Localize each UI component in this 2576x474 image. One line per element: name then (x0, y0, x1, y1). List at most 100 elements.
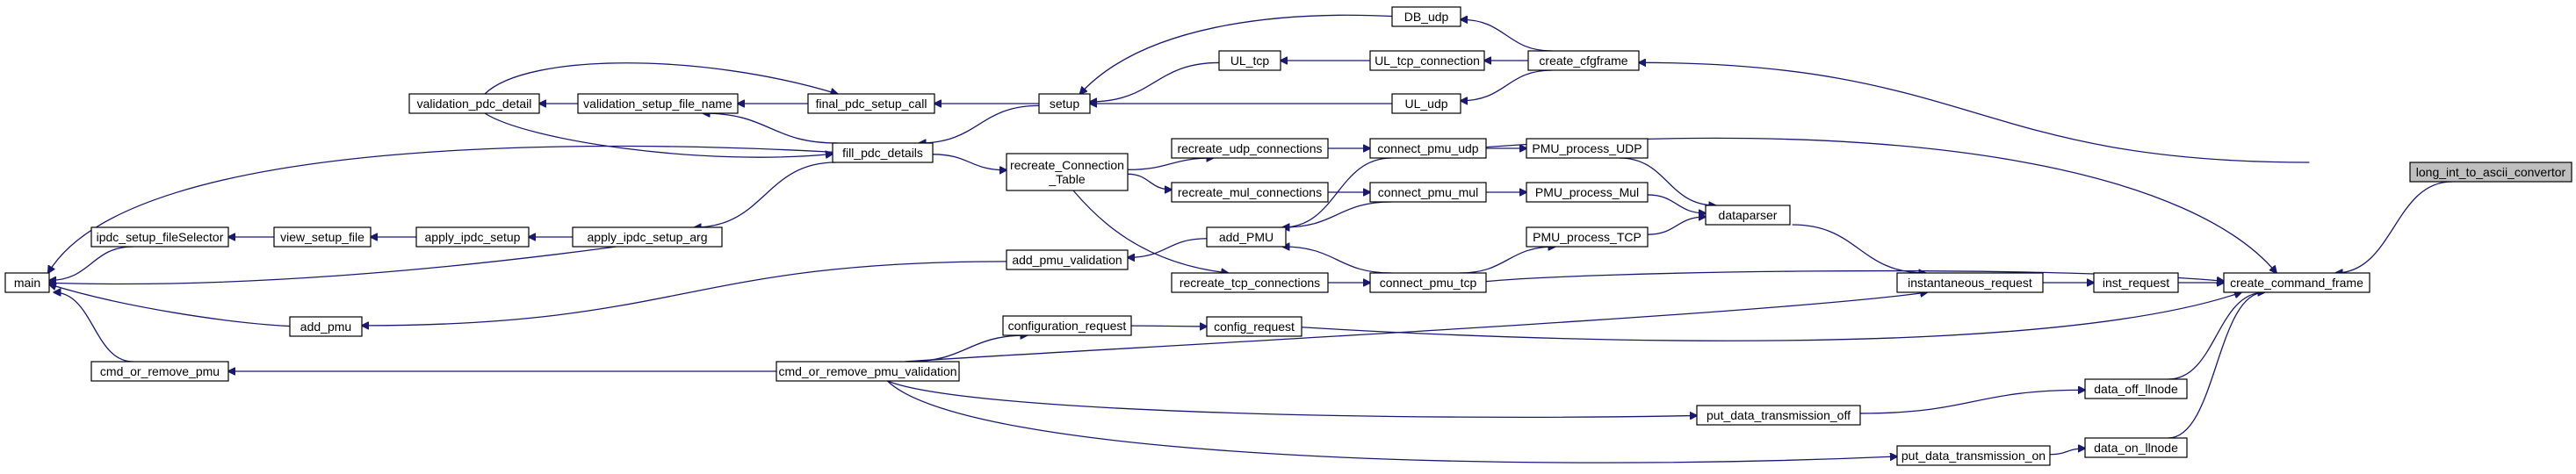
node-box (807, 93, 935, 114)
node-setup[interactable]: setup (1038, 93, 1091, 114)
node-box (1002, 315, 1132, 336)
node-connect_pmu_mul[interactable]: connect_pmu_mul (1369, 182, 1487, 203)
node-box (1526, 226, 1649, 248)
edge-create_cfgframe-to-long_int_to_ascii_convertor (1639, 62, 2310, 163)
node-fill_pdc_details[interactable]: fill_pdc_details (832, 142, 934, 163)
node-add_pmu_validation[interactable]: add_pmu_validation (1006, 249, 1129, 270)
node-label: add_pmu (300, 320, 351, 334)
node-connect_pmu_udp[interactable]: connect_pmu_udp (1369, 138, 1487, 159)
node-dataparser[interactable]: dataparser (1705, 205, 1791, 226)
node-DB_udp[interactable]: DB_udp (1391, 6, 1461, 27)
node-add_PMU[interactable]: add_PMU (1206, 226, 1287, 248)
node-label: UL_tcp_connection (1375, 54, 1480, 68)
edge-create_command_frame-to-connect_pmu_udp (1485, 137, 2277, 273)
node-label: UL_tcp (1230, 54, 1270, 68)
node-label: PMU_process_TCP (1533, 230, 1642, 244)
node-PMU_process_Mul[interactable]: PMU_process_Mul (1526, 182, 1649, 203)
node-box (1369, 50, 1485, 71)
node-box (1369, 272, 1487, 293)
node-box (4, 272, 50, 293)
node-label: PMU_process_UDP (1532, 141, 1642, 155)
node-recreate_mul_connections[interactable]: recreate_mul_connections (1171, 182, 1329, 203)
node-box (2093, 272, 2179, 293)
node-apply_ipdc_setup[interactable]: apply_ipdc_setup (415, 226, 530, 248)
node-label: connect_pmu_mul (1378, 185, 1478, 199)
node-box (1218, 50, 1281, 71)
node-instantaneous_request[interactable]: instantaneous_request (1896, 272, 2044, 293)
node-UL_udp[interactable]: UL_udp (1391, 93, 1461, 114)
node-cmd_or_remove_pmu_validation[interactable]: cmd_or_remove_pmu_validation (776, 361, 960, 382)
node-label: apply_ipdc_setup_arg (588, 230, 708, 244)
edge-validation_setup_file_name-to-fill_pdc_details (703, 113, 838, 144)
edge-recreate_mul_connections-to-recreate_Connection_Table (1127, 173, 1172, 190)
node-box (1206, 226, 1287, 248)
node-box (2409, 162, 2572, 183)
node-create_command_frame[interactable]: create_command_frame (2223, 272, 2370, 293)
node-recreate_tcp_connections[interactable]: recreate_tcp_connections (1171, 272, 1329, 293)
node-PMU_process_TCP[interactable]: PMU_process_TCP (1526, 226, 1649, 248)
node-label: inst_request (2103, 276, 2169, 290)
node-data_off_llnode[interactable]: data_off_llnode (2084, 378, 2188, 399)
edge-layer (48, 14, 2452, 463)
node-main[interactable]: main (4, 272, 50, 293)
node-inst_request[interactable]: inst_request (2093, 272, 2179, 293)
node-box (1705, 205, 1791, 226)
edge-UL_udp-to-create_cfgframe (1461, 69, 1553, 101)
node-label: _Table (1048, 172, 1085, 186)
node-label: create_cfgframe (1539, 54, 1627, 68)
edge-add_pmu-to-add_pmu_validation (362, 261, 1007, 326)
node-config_request[interactable]: config_request (1206, 316, 1302, 337)
node-label: put_data_transmission_on (1901, 449, 2046, 463)
node-cmd_or_remove_pmu[interactable]: cmd_or_remove_pmu (90, 361, 229, 382)
edge-put_data_transmission_off-to-cmd_or_remove_pmu_validation (887, 380, 1697, 417)
node-label: connect_pmu_tcp (1380, 276, 1477, 290)
node-label: validation_pdc_detail (417, 97, 532, 111)
node-label: UL_udp (1404, 97, 1447, 111)
edge-final_pdc_setup_call-to-validation_pdc_detail (484, 62, 838, 94)
node-box (832, 142, 934, 163)
node-label: dataparser (1719, 208, 1778, 222)
node-recreate_Connection_Table[interactable]: recreate_Connection_Table (1006, 153, 1129, 191)
node-box (2084, 437, 2188, 458)
node-data_on_llnode[interactable]: data_on_llnode (2084, 437, 2188, 458)
edge-create_command_frame-to-long_int_to_ascii_convertor (2335, 181, 2452, 273)
node-label: PMU_process_Mul (1535, 185, 1639, 199)
node-label: view_setup_file (280, 230, 364, 244)
node-box (776, 361, 960, 382)
node-UL_tcp[interactable]: UL_tcp (1218, 50, 1281, 71)
node-add_pmu[interactable]: add_pmu (289, 316, 363, 337)
node-box (408, 93, 540, 114)
node-validation_setup_file_name[interactable]: validation_setup_file_name (577, 93, 739, 114)
node-box (1527, 50, 1640, 71)
node-label: recreate_tcp_connections (1180, 276, 1320, 290)
edge-apply_ipdc_setup_arg-to-fill_pdc_details (695, 162, 836, 227)
node-PMU_process_UDP[interactable]: PMU_process_UDP (1526, 138, 1649, 159)
edge-recreate_tcp_connections-to-recreate_Connection_Table (1072, 190, 1228, 273)
node-recreate_udp_connections[interactable]: recreate_udp_connections (1171, 138, 1329, 159)
node-put_data_transmission_on[interactable]: put_data_transmission_on (1896, 445, 2051, 466)
edge-put_data_transmission_on-to-cmd_or_remove_pmu_validation (886, 380, 1897, 463)
node-box (1171, 182, 1329, 203)
node-view_setup_file[interactable]: view_setup_file (273, 226, 372, 248)
edge-recreate_udp_connections-to-recreate_Connection_Table (1127, 158, 1213, 170)
node-label: cmd_or_remove_pmu (100, 364, 220, 378)
node-UL_tcp_connection[interactable]: UL_tcp_connection (1369, 50, 1485, 71)
node-box (1696, 405, 1861, 426)
node-box (1896, 272, 2044, 293)
edge-main-to-ipdc_setup_fileSelector (49, 246, 133, 280)
node-ipdc_setup_fileSelector[interactable]: ipdc_setup_fileSelector (90, 226, 229, 248)
edge-recreate_Connection_Table-to-fill_pdc_details (932, 154, 1007, 170)
node-box (289, 316, 363, 337)
node-create_cfgframe[interactable]: create_cfgframe (1527, 50, 1640, 71)
node-configuration_request[interactable]: configuration_request (1002, 315, 1132, 336)
edge-dataparser-to-PMU_process_UDP (1619, 157, 1716, 205)
node-label: recreate_mul_connections (1178, 185, 1322, 199)
node-validation_pdc_detail[interactable]: validation_pdc_detail (408, 93, 540, 114)
node-connect_pmu_tcp[interactable]: connect_pmu_tcp (1369, 272, 1487, 293)
node-apply_ipdc_setup_arg[interactable]: apply_ipdc_setup_arg (572, 226, 723, 248)
node-put_data_transmission_off[interactable]: put_data_transmission_off (1696, 405, 1861, 426)
node-box (1171, 272, 1329, 293)
node-label: instantaneous_request (1908, 276, 2032, 290)
node-final_pdc_setup_call[interactable]: final_pdc_setup_call (807, 93, 935, 114)
